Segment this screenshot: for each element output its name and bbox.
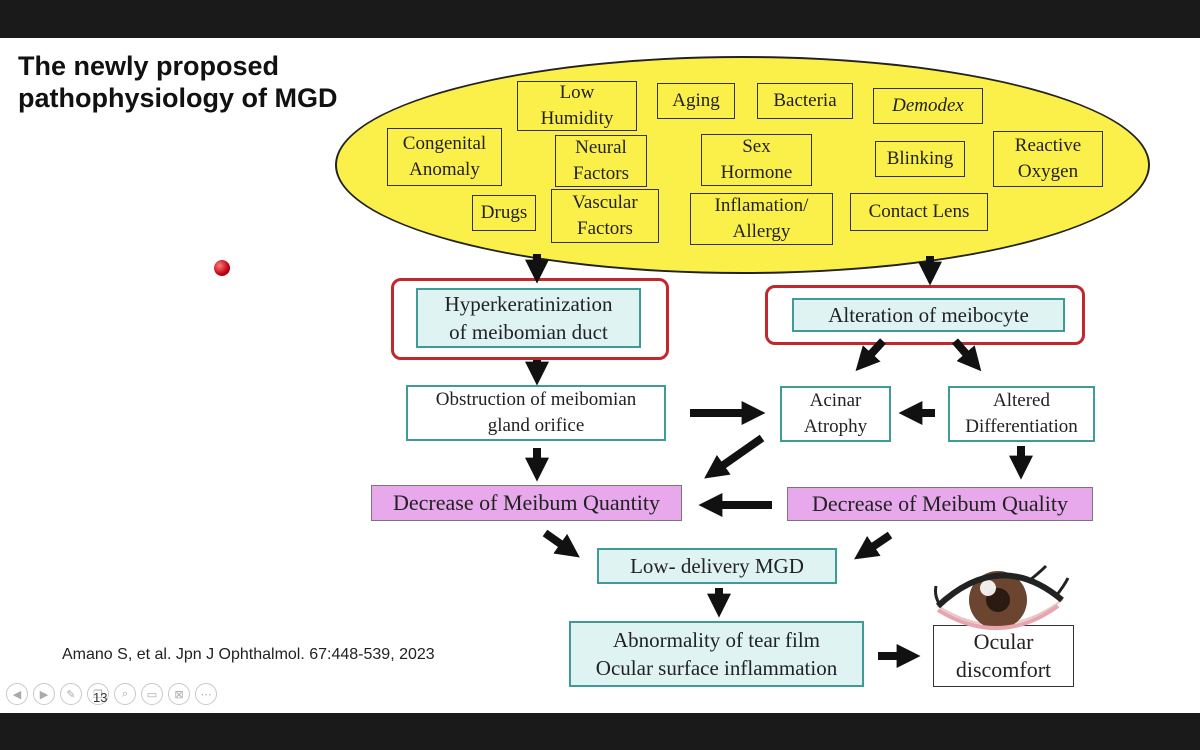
play-icon[interactable]: ▶: [33, 683, 55, 705]
laser-pointer-dot: [214, 260, 230, 276]
acinar-atrophy-box: Acinar Atrophy: [780, 386, 891, 442]
altered-differentiation-box: Altered Differentiation: [948, 386, 1095, 442]
factor-congenital-anomaly: Congenital Anomaly: [387, 128, 502, 186]
factor-demodex: Demodex: [873, 88, 983, 124]
factor-low-humidity: Low Humidity: [517, 81, 637, 131]
factor-aging: Aging: [657, 83, 735, 119]
factor-bacteria: Bacteria: [757, 83, 853, 119]
eye-icon: [934, 564, 1070, 630]
citation: Amano S, et al. Jpn J Ophthalmol. 67:448…: [62, 646, 435, 663]
ocular-discomfort-box: Ocular discomfort: [933, 625, 1074, 687]
abnormality-box: Abnormality of tear film Ocular surface …: [569, 621, 864, 687]
highlight-frame-right: [765, 285, 1085, 345]
arrow-acinar-to-quantity: [704, 434, 765, 479]
factor-neural-factors: Neural Factors: [555, 135, 647, 187]
bottom-letterbox-bar: [0, 713, 1200, 750]
factor-reactive-oxygen: Reactive Oxygen: [993, 131, 1103, 187]
factor-vascular-factors: Vascular Factors: [551, 189, 659, 243]
more-icon[interactable]: ⋯: [195, 683, 217, 705]
factor-sex-hormone: Sex Hormone: [701, 134, 812, 186]
zoom-icon[interactable]: ⌕: [114, 683, 136, 705]
factor-drugs: Drugs: [472, 195, 536, 231]
factor-blinking: Blinking: [875, 141, 965, 177]
slide-number: 13: [93, 690, 108, 705]
slide-title: The newly proposed pathophysiology of MG…: [18, 51, 338, 113]
screen-off-icon[interactable]: ⊠: [168, 683, 190, 705]
pen-icon[interactable]: ✎: [60, 683, 82, 705]
arrow-quality-to-low-delivery: [854, 531, 893, 560]
top-letterbox-bar: [0, 0, 1200, 38]
prev-icon[interactable]: ◀: [6, 683, 28, 705]
arrow-alteration-to-differentiation: [951, 338, 982, 372]
factor-contact-lens: Contact Lens: [850, 193, 988, 231]
decrease-quantity-box: Decrease of Meibum Quantity: [371, 485, 682, 521]
low-delivery-box: Low- delivery MGD: [597, 548, 837, 584]
copy-icon[interactable]: ❐: [87, 683, 109, 705]
arrow-quantity-to-low-delivery: [542, 529, 580, 558]
subtitles-icon[interactable]: ▭: [141, 683, 163, 705]
alteration-box: Alteration of meibocyte: [792, 298, 1065, 332]
obstruction-box: Obstruction of meibomian gland orifice: [406, 385, 666, 441]
flow-arrows: [525, 254, 1033, 668]
arrow-alteration-to-acinar: [855, 338, 886, 372]
presentation-nav-toolbar: ◀ ▶ ✎ ❐ ⌕ ▭ ⊠ ⋯: [6, 683, 217, 705]
factor-inflammation-allergy: Inflamation/ Allergy: [690, 193, 833, 245]
presentation-slide: The newly proposed pathophysiology of MG…: [0, 38, 1200, 713]
hyperkeratinization-box: Hyperkeratinization of meibomian duct: [416, 288, 641, 348]
decrease-quality-box: Decrease of Meibum Quality: [787, 487, 1093, 521]
